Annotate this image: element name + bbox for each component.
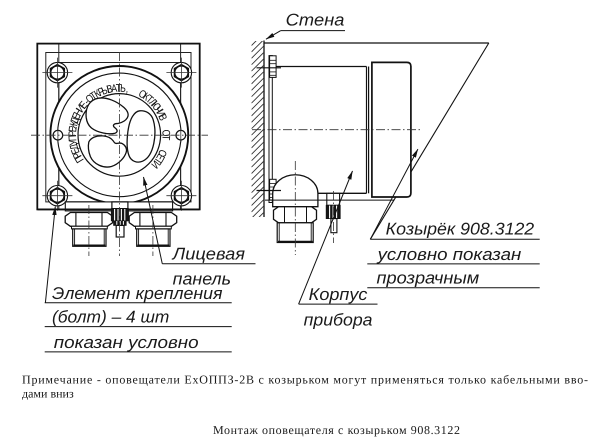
svg-text:Ч: Ч [151,104,164,115]
svg-text:И: И [74,103,87,115]
svg-text:Ы: Ы [100,84,111,98]
svg-text:показан условно: показан условно [54,333,199,352]
svg-text:Е: Е [153,151,166,162]
svg-text:У: У [67,138,80,146]
svg-text:Р: Р [96,86,106,99]
svg-text:Ь: Ь [120,83,127,95]
svg-text:Корпус: Корпус [309,285,368,304]
svg-text:Р: Р [67,131,79,137]
svg-text:панель: панель [173,270,231,289]
svg-text:Элемент крепления: Элемент крепления [52,284,223,303]
svg-text:Т: Т [116,83,122,95]
svg-text:Н: Н [72,107,86,118]
svg-text:Д: Д [68,142,81,151]
svg-text:К: К [140,91,151,104]
svg-text:Лицевая: Лицевая [172,245,245,264]
svg-text:Стена: Стена [286,11,345,30]
svg-text:О: О [159,129,171,137]
svg-text:прозрачным: прозрачным [377,269,480,288]
svg-text:К: К [92,87,103,100]
svg-text:условно показан: условно показан [377,245,523,264]
svg-text:Т: Т [151,155,164,166]
svg-text:П: П [67,134,79,141]
svg-text:С: С [155,148,169,159]
svg-text:Монтаж оповещателя с козырьком: Монтаж оповещателя с козырьком 908.3122 [213,423,460,437]
svg-text:Т: Т [159,134,171,140]
svg-text:Е: Е [67,126,80,133]
svg-text:В: В [155,113,168,123]
svg-text:(болт) – 4 шт: (болт) – 4 шт [52,308,169,327]
svg-text:И: И [154,108,168,119]
svg-text:Примечание - оповещатели ЕхОПП: Примечание - оповещатели ЕхОППЗ-2В с коз… [22,373,588,387]
svg-text:Козырёк 908.3122: Козырёк 908.3122 [386,220,535,239]
svg-text:Т: Т [88,90,99,103]
svg-text:прибора: прибора [304,310,373,329]
svg-text:-: - [82,97,93,108]
svg-text:Ж: Ж [67,120,80,131]
svg-text:П: П [73,153,87,165]
svg-text:Е: Е [70,111,83,121]
svg-text:Е: Е [69,146,82,156]
svg-text:В: В [106,83,114,96]
svg-text:дами вниз: дами вниз [22,387,74,401]
svg-text:,: , [125,83,129,95]
svg-text:Д: Д [69,116,82,126]
svg-text:Р: Р [71,150,84,161]
svg-text:А: А [111,83,119,96]
